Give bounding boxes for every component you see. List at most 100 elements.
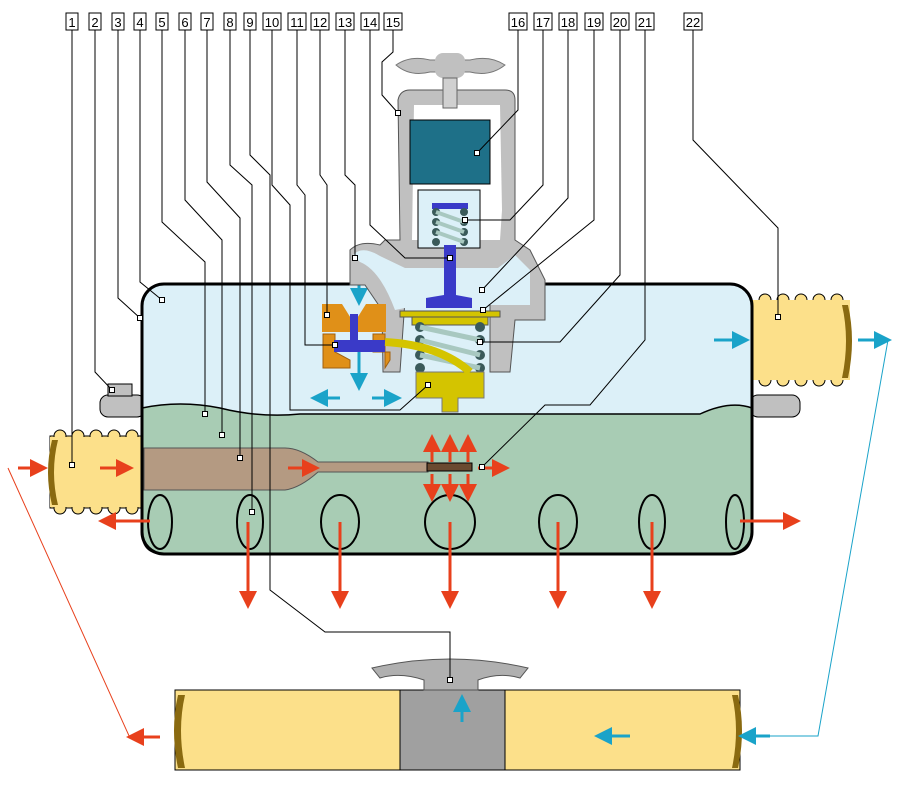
leader-line bbox=[229, 30, 253, 512]
label-number: 5 bbox=[158, 15, 165, 30]
label-box bbox=[360, 12, 380, 31]
leader-endpoint bbox=[69, 462, 75, 468]
leader-endpoint bbox=[324, 312, 330, 318]
leader-line bbox=[271, 30, 429, 411]
part-label-11: 11 bbox=[287, 12, 338, 348]
label-number: 14 bbox=[363, 15, 377, 30]
label-number: 22 bbox=[686, 15, 700, 30]
hot-flow-arrows bbox=[18, 434, 801, 746]
label-number: 9 bbox=[246, 15, 253, 30]
leader-line bbox=[139, 30, 163, 301]
part-label-8: 8 bbox=[223, 12, 255, 515]
label-box bbox=[683, 12, 703, 31]
leader-endpoint bbox=[219, 432, 225, 438]
label-number: 13 bbox=[338, 15, 352, 30]
label-box bbox=[178, 12, 192, 31]
leader-endpoint bbox=[425, 382, 431, 388]
sensor-capsule bbox=[426, 462, 473, 472]
part-label-3: 3 bbox=[111, 12, 143, 321]
leader-endpoint bbox=[479, 287, 485, 293]
part-label-14: 14 bbox=[360, 12, 453, 261]
part-label-4: 4 bbox=[133, 12, 165, 303]
part-label-22: 22 bbox=[683, 12, 781, 320]
part-label-5: 5 bbox=[155, 12, 208, 417]
leader-line bbox=[319, 30, 328, 315]
mounting-bolt-left bbox=[99, 394, 146, 418]
leader-endpoint bbox=[447, 677, 453, 683]
label-number: 21 bbox=[638, 15, 652, 30]
label-box bbox=[508, 12, 528, 31]
leader-line bbox=[94, 30, 113, 391]
label-box bbox=[584, 12, 604, 31]
part-label-18: 18 bbox=[479, 12, 578, 293]
adjusting-handle bbox=[395, 53, 506, 109]
heat-rod bbox=[143, 447, 429, 491]
part-label-13: 13 bbox=[335, 12, 358, 261]
label-number: 17 bbox=[536, 15, 550, 30]
leader-endpoint bbox=[462, 217, 468, 223]
leader-line bbox=[344, 30, 356, 258]
leader-endpoint bbox=[480, 307, 486, 313]
leader-line bbox=[206, 30, 241, 458]
label-box bbox=[243, 12, 257, 31]
label-number: 18 bbox=[561, 15, 575, 30]
leader-endpoint bbox=[395, 110, 401, 116]
leader-line bbox=[692, 30, 779, 317]
leader-line bbox=[476, 30, 519, 154]
label-number: 15 bbox=[386, 15, 400, 30]
part-label-7: 7 bbox=[200, 12, 243, 461]
label-box bbox=[610, 12, 630, 31]
label-box bbox=[287, 12, 307, 31]
label-number: 7 bbox=[203, 15, 210, 30]
part-label-16: 16 bbox=[474, 12, 528, 156]
leader-endpoint bbox=[249, 509, 255, 515]
label-number: 4 bbox=[136, 15, 143, 30]
label-box bbox=[262, 12, 282, 31]
leader-endpoint bbox=[477, 339, 483, 345]
leader-endpoint bbox=[202, 411, 208, 417]
leader-endpoint bbox=[332, 342, 338, 348]
leader-line bbox=[117, 30, 141, 319]
label-number: 12 bbox=[313, 15, 327, 30]
label-box bbox=[155, 12, 169, 31]
leader-endpoint bbox=[109, 387, 115, 393]
label-number: 2 bbox=[91, 15, 98, 30]
label-box bbox=[533, 12, 553, 31]
label-box bbox=[65, 12, 79, 31]
part-label-2: 2 bbox=[88, 12, 115, 393]
label-box bbox=[133, 12, 147, 31]
leader-line bbox=[481, 30, 646, 468]
outlet-hose-right bbox=[750, 293, 852, 387]
label-box bbox=[88, 12, 102, 31]
valve-seat bbox=[322, 304, 386, 332]
leader-endpoint bbox=[237, 455, 243, 461]
part-label-9: 9 bbox=[243, 12, 453, 683]
label-box bbox=[635, 12, 655, 31]
label-number: 10 bbox=[265, 15, 279, 30]
part-label-10: 10 bbox=[262, 12, 431, 411]
leader-endpoint bbox=[352, 255, 358, 261]
leader-endpoint bbox=[137, 315, 143, 321]
label-number: 3 bbox=[114, 15, 121, 30]
label-number: 19 bbox=[587, 15, 601, 30]
leader-line bbox=[249, 30, 451, 680]
part-label-17: 17 bbox=[462, 12, 553, 223]
leader-line bbox=[369, 30, 450, 259]
leader-line bbox=[161, 30, 206, 414]
leader-line bbox=[481, 30, 569, 291]
leader-line bbox=[184, 30, 223, 435]
leader-line bbox=[465, 30, 544, 221]
label-box bbox=[558, 12, 578, 31]
label-box bbox=[383, 12, 403, 31]
leader-line bbox=[480, 30, 621, 343]
part-label-21: 21 bbox=[479, 12, 655, 470]
part-label-6: 6 bbox=[178, 12, 225, 438]
mounting-bolt-right bbox=[749, 394, 801, 418]
label-box bbox=[111, 12, 125, 31]
leader-line bbox=[381, 30, 399, 114]
leader-endpoint bbox=[775, 314, 781, 320]
label-box bbox=[335, 12, 355, 31]
label-number: 20 bbox=[613, 15, 627, 30]
